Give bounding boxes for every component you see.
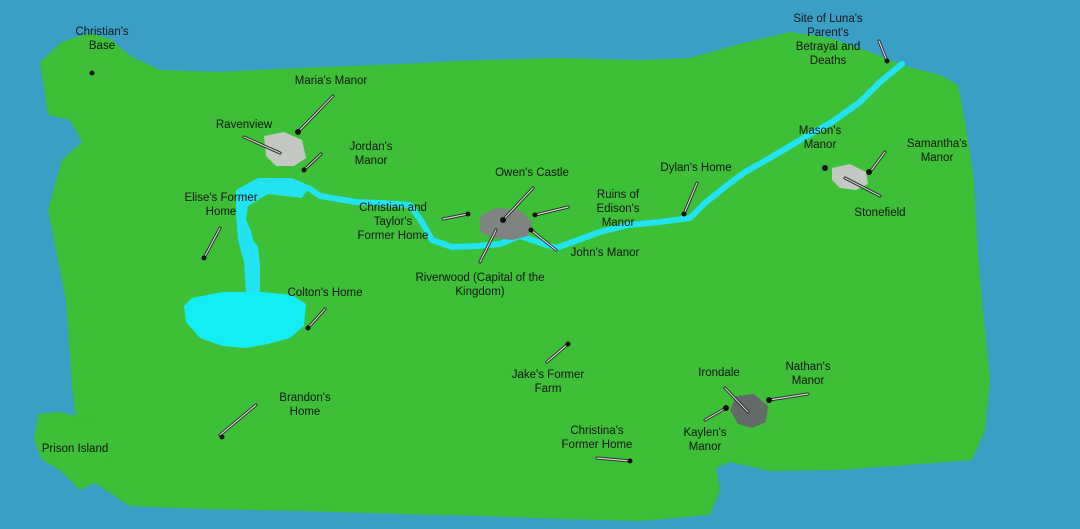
stonefield-town [832, 164, 868, 190]
pin-edisons-manor [532, 212, 538, 218]
label-johns-manor: John's Manor [570, 247, 640, 259]
label-nathans-manor: Nathan's Manor [785, 361, 831, 387]
pin-christian-taylor [465, 211, 471, 217]
label-brandons-home: Brandon's Home [279, 392, 331, 418]
label-jordans-manor: Jordan's Manor [349, 141, 393, 167]
label-jakes-former-farm: Jake's Former Farm [511, 369, 585, 395]
label-riverwood: Riverwood (Capital of the Kingdom) [415, 272, 545, 298]
leader-lunas-parents-hi [878, 40, 888, 62]
prison-island [34, 412, 106, 490]
lake [184, 292, 306, 348]
ravenview-town [264, 132, 306, 166]
location-pins [89, 58, 890, 464]
leader-christian-taylor-hi [442, 213, 469, 220]
pin-jordans-manor [301, 167, 307, 173]
leader-jakes-farm-hi [546, 343, 569, 363]
label-kaylens-manor: Kaylen's Manor [683, 427, 727, 453]
label-coltons-home: Colton's Home [287, 287, 363, 299]
leader-coltons-home-hi [307, 308, 326, 329]
pin-christinas-home [627, 458, 633, 464]
leader-marias-manor-hi [297, 95, 334, 133]
pin-jakes-farm [565, 341, 571, 347]
label-owens-castle: Owen's Castle [495, 167, 569, 179]
riverwood-town [480, 208, 532, 240]
label-irondale: Irondale [698, 367, 740, 379]
leader-christinas-home-hi [596, 457, 631, 462]
pin-christians-base [89, 70, 95, 76]
label-dylans-home: Dylan's Home [660, 162, 732, 174]
label-masons-manor: Mason's Manor [798, 125, 842, 151]
pin-coltons-home [305, 325, 311, 331]
label-ravenview: Ravenview [215, 119, 273, 131]
leader-riverwood-hi [479, 229, 497, 263]
leader-kaylens-manor-hi [704, 407, 727, 421]
label-ruins-of-edisons-manor: Ruins of Edison's Manor [596, 189, 640, 229]
leader-samanthas-manor-hi [869, 151, 886, 173]
leader-ravenview-hi [243, 136, 281, 154]
pin-brandons-home [219, 434, 225, 440]
label-samanthas-manor: Samantha's Manor [906, 138, 968, 164]
leader-lines [202, 39, 889, 463]
pin-elises-home [201, 255, 207, 261]
label-elises-former-home: Elise's Former Home [184, 192, 258, 218]
pin-samanthas-manor [866, 169, 872, 175]
label-christians-base: Christian's Base [75, 26, 129, 52]
label-prison-island: Prison Island [41, 443, 109, 455]
river-inlet [236, 178, 310, 294]
label-christinas-former-home: Christina's Former Home [561, 425, 633, 451]
pin-lunas-parents [884, 58, 890, 64]
leader-nathans-manor-hi [768, 393, 809, 401]
pin-nathans-manor [766, 397, 772, 403]
label-site-of-lunas-parents: Site of Luna's Parent's Betrayal and Dea… [793, 13, 863, 67]
leader-elises-home-hi [203, 227, 221, 259]
leader-dylans-home-hi [683, 182, 698, 215]
leader-edisons-manor-hi [534, 206, 569, 216]
leader-stonefield-hi [844, 177, 881, 197]
pin-kaylens-manor [723, 405, 729, 411]
pin-owens-castle [500, 217, 506, 223]
label-marias-manor: Maria's Manor [294, 75, 368, 87]
leader-owens-castle-hi [502, 187, 534, 221]
pin-masons-manor [822, 165, 828, 171]
leader-johns-manor-hi [530, 229, 557, 251]
leader-irondale-hi [724, 387, 749, 413]
pin-marias-manor [295, 129, 301, 135]
label-christian-taylor-home: Christian and Taylor's Former Home [357, 202, 429, 242]
leader-jordans-manor-hi [303, 153, 322, 171]
label-stonefield: Stonefield [854, 207, 906, 219]
leader-brandons-home-hi [219, 404, 257, 436]
pin-johns-manor [528, 227, 534, 233]
pin-dylans-home [681, 211, 687, 217]
